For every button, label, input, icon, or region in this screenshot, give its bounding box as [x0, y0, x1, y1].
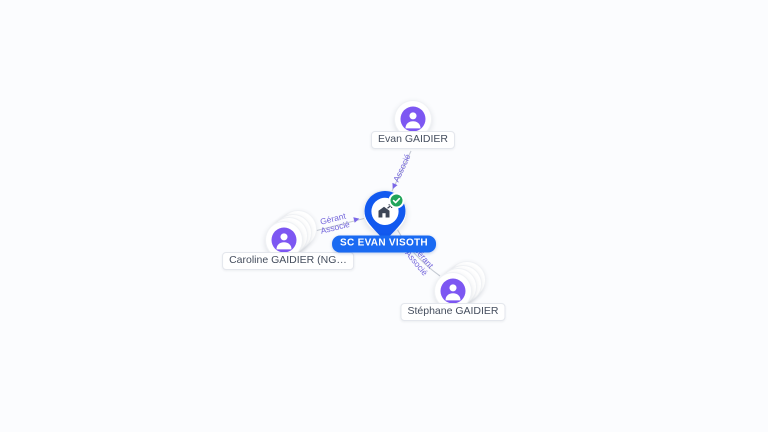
node-sc-evan-visoth[interactable]	[357, 186, 413, 246]
edge-arrow-evan	[392, 182, 398, 189]
node-label-sc-evan-visoth[interactable]: SC EVAN VISOTH	[332, 235, 436, 253]
edge-stephane-company	[396, 228, 441, 277]
node-label-evan-gaidier[interactable]: Evan GAIDIER	[370, 131, 456, 149]
node-label-caroline-gaidier[interactable]: Caroline GAIDIER (NG…	[222, 252, 354, 270]
edge-arrow-caroline	[353, 217, 360, 223]
person-icon	[271, 227, 297, 253]
verified-check-badge	[388, 192, 405, 209]
person-icon	[440, 278, 466, 304]
person-icon	[400, 106, 426, 132]
node-label-stephane-gaidier[interactable]: Stéphane GAIDIER	[400, 303, 506, 321]
